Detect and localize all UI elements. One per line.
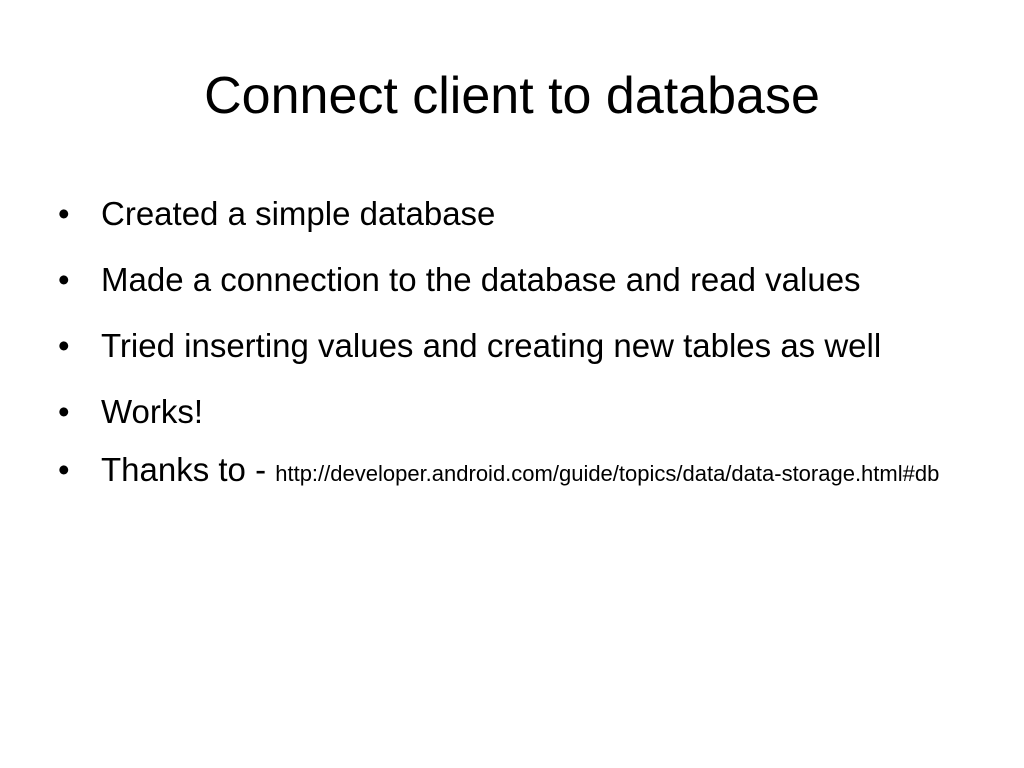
bullet-item: • Made a connection to the database and … [56,252,964,307]
bullet-text: Works! [101,393,204,430]
bullet-marker: • [58,327,70,364]
bullet-item: • Tried inserting values and creating ne… [56,318,964,373]
bullet-marker: • [58,195,70,232]
bullet-text: Created a simple database [101,195,496,232]
thanks-label: Thanks to - [101,451,276,488]
bullet-item: • Works! [56,384,964,439]
slide-title: Connect client to database [204,67,820,125]
bullet-item: • Created a simple database [56,186,964,241]
bullet-list: • Created a simple database • Made a con… [56,186,964,501]
bullet-text: Made a connection to the database and re… [101,261,861,298]
bullet-marker: • [58,393,70,430]
bullet-text: Tried inserting values and creating new … [101,327,882,364]
bullet-marker: • [58,451,70,488]
thanks-bullet-item: • Thanks to - http://developer.android.c… [56,450,964,490]
bullet-marker: • [58,261,70,298]
reference-link[interactable]: http://developer.android.com/guide/topic… [275,461,940,486]
